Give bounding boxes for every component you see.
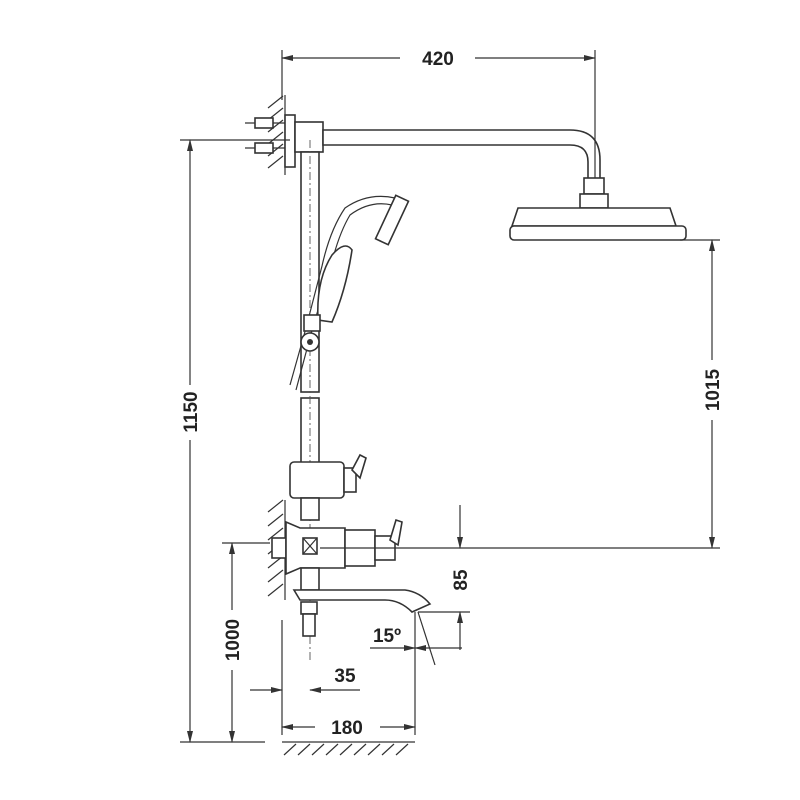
upper-wall-hatch [267, 95, 286, 175]
floor-hatch [282, 741, 415, 756]
dim-35-label: 35 [334, 666, 356, 687]
dim-1000-label: 1000 [223, 619, 244, 661]
thermostatic-mixer [271, 518, 403, 591]
shower-head [509, 177, 687, 241]
dim-1015-label: 1015 [703, 368, 724, 411]
wall-bracket [245, 114, 324, 168]
dim-420-label: 420 [422, 49, 454, 70]
diverter [289, 453, 367, 499]
dim-1150-label: 1150 [181, 391, 202, 432]
dim-180-label: 180 [331, 718, 363, 739]
dim-15deg-label: 15º [373, 626, 401, 647]
hand-shower [289, 194, 410, 391]
shower-arm [322, 129, 601, 181]
bath-spout [292, 589, 432, 637]
dim-85-label: 85 [451, 569, 472, 591]
